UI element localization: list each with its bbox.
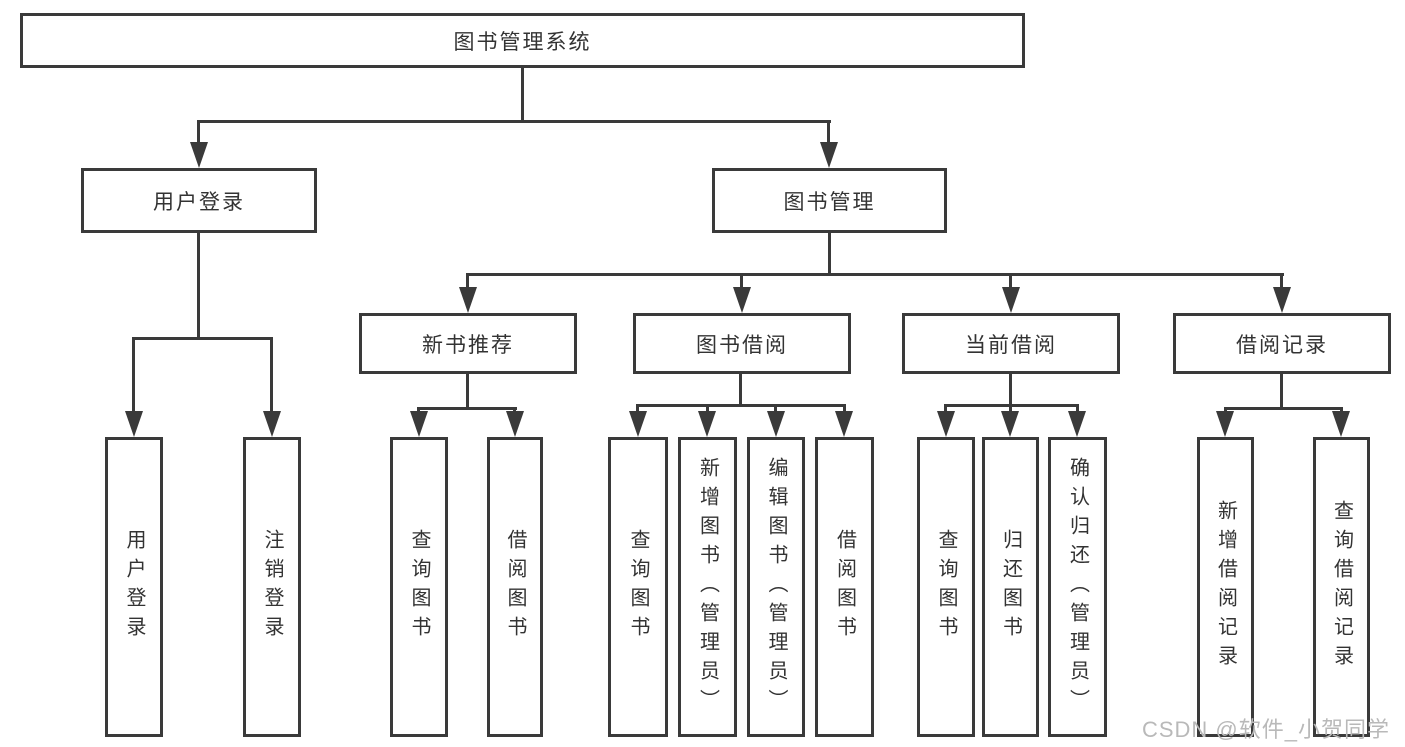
arrow-down-icon	[410, 411, 428, 437]
arrow-down-icon	[190, 142, 208, 168]
connector-v	[521, 68, 524, 120]
node-current-borrow: 当前借阅	[902, 313, 1120, 374]
connector-v	[740, 273, 743, 291]
arrow-down-icon	[263, 411, 281, 437]
arrow-down-icon	[1332, 411, 1350, 437]
leaf-user-login-label: 用户登录	[123, 529, 145, 645]
connector-v	[828, 233, 831, 273]
node-root-library-system: 图书管理系统	[20, 13, 1025, 68]
arrow-down-icon	[1001, 411, 1019, 437]
arrow-down-icon	[767, 411, 785, 437]
leaf-query-borrow-record-label: 查询借阅记录	[1330, 500, 1353, 674]
leaf-add-book-admin-label: 新增图书（管理员）	[696, 456, 719, 718]
leaf-query-book-recommend-label: 查询图书	[408, 529, 430, 645]
leaf-user-login: 用户登录	[105, 437, 163, 737]
leaf-return-book: 归还图书	[982, 437, 1039, 737]
connector-h	[1224, 407, 1343, 410]
connector-h	[197, 120, 831, 123]
arrow-down-icon	[820, 142, 838, 168]
connector-v	[1280, 374, 1283, 407]
arrow-down-icon	[506, 411, 524, 437]
connector-v	[466, 273, 469, 291]
arrow-down-icon	[1273, 287, 1291, 313]
connector-v	[827, 120, 830, 146]
leaf-add-borrow-record: 新增借阅记录	[1197, 437, 1254, 737]
arrow-down-icon	[937, 411, 955, 437]
arrow-down-icon	[1002, 287, 1020, 313]
arrow-down-icon	[629, 411, 647, 437]
node-borrow-records: 借阅记录	[1173, 313, 1391, 374]
connector-v	[739, 374, 742, 404]
connector-v	[466, 374, 469, 407]
leaf-query-book-current-label: 查询图书	[935, 529, 957, 645]
connector-v	[1280, 273, 1283, 291]
connector-v	[1009, 273, 1012, 291]
connector-h	[417, 407, 517, 410]
connector-v	[270, 337, 273, 420]
node-book-management: 图书管理	[712, 168, 947, 233]
arrow-down-icon	[835, 411, 853, 437]
leaf-edit-book-admin: 编辑图书（管理员）	[747, 437, 805, 737]
leaf-borrow-book-recommend: 借阅图书	[487, 437, 543, 737]
leaf-query-book-current: 查询图书	[917, 437, 975, 737]
node-new-book-recommend: 新书推荐	[359, 313, 577, 374]
arrow-down-icon	[733, 287, 751, 313]
arrow-down-icon	[1068, 411, 1086, 437]
leaf-add-book-admin: 新增图书（管理员）	[678, 437, 737, 737]
leaf-return-book-label: 归还图书	[999, 529, 1022, 645]
leaf-borrow-book: 借阅图书	[815, 437, 874, 737]
leaf-borrow-book-label: 借阅图书	[833, 529, 856, 645]
connector-h	[636, 404, 845, 407]
leaf-logout: 注销登录	[243, 437, 301, 737]
arrow-down-icon	[698, 411, 716, 437]
arrow-down-icon	[459, 287, 477, 313]
leaf-confirm-return-admin: 确认归还（管理员）	[1048, 437, 1107, 737]
leaf-confirm-return-admin-label: 确认归还（管理员）	[1066, 456, 1089, 718]
connector-v	[197, 120, 200, 146]
csdn-watermark: CSDN @软件_小贺同学	[1141, 717, 1390, 742]
leaf-query-book-borrow: 查询图书	[608, 437, 668, 737]
leaf-query-book-recommend: 查询图书	[390, 437, 448, 737]
connector-h	[466, 273, 1284, 276]
arrow-down-icon	[125, 411, 143, 437]
connector-v	[1009, 374, 1012, 404]
connector-v	[197, 233, 200, 337]
connector-h	[132, 337, 273, 340]
node-book-borrow: 图书借阅	[633, 313, 851, 374]
leaf-add-borrow-record-label: 新增借阅记录	[1214, 500, 1237, 674]
leaf-logout-label: 注销登录	[261, 529, 283, 645]
connector-v	[132, 337, 135, 420]
leaf-edit-book-admin-label: 编辑图书（管理员）	[765, 456, 787, 718]
leaf-borrow-book-recommend-label: 借阅图书	[504, 529, 526, 645]
node-user-login: 用户登录	[81, 168, 317, 233]
arrow-down-icon	[1216, 411, 1234, 437]
leaf-query-book-borrow-label: 查询图书	[627, 529, 649, 645]
leaf-query-borrow-record: 查询借阅记录	[1313, 437, 1370, 737]
